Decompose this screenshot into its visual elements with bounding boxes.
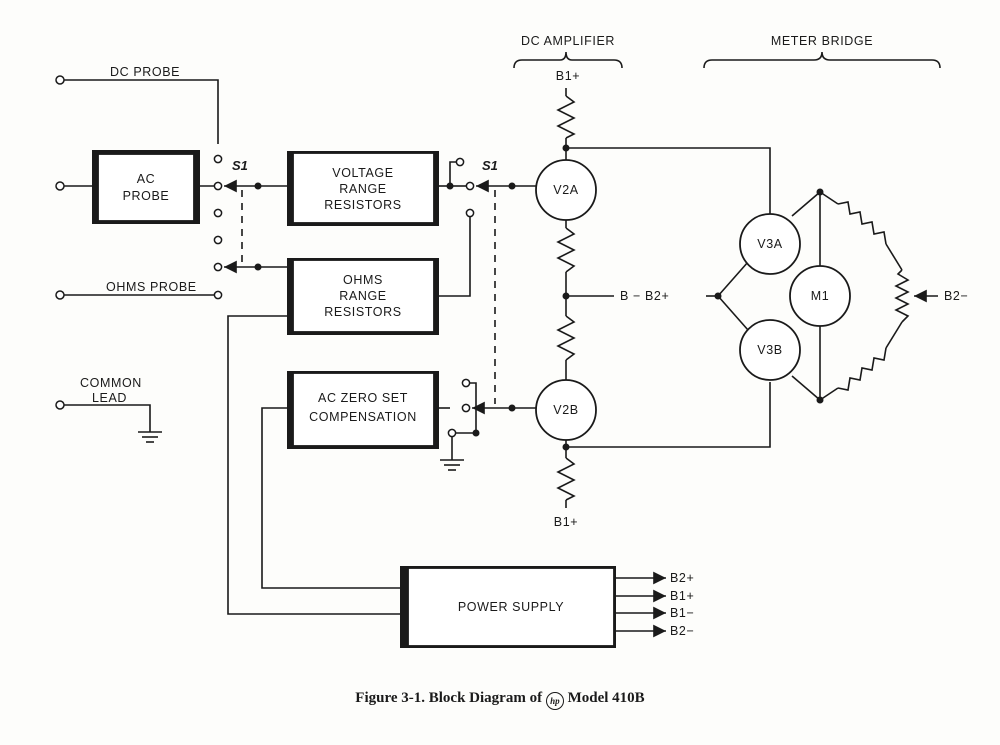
hp-logo-text: hp xyxy=(550,696,560,706)
common-lead-input xyxy=(55,400,162,443)
label-dc-amplifier: DC AMPLIFIER xyxy=(521,34,615,48)
meter-m1 xyxy=(789,265,851,327)
ac-probe-box xyxy=(92,150,200,224)
label-s1-left: S1 xyxy=(232,158,248,173)
dc-probe-input xyxy=(55,75,219,144)
label-b2-minus-right: B2− xyxy=(944,289,968,303)
caption-prefix: Figure 3-1. Block Diagram of xyxy=(355,690,543,706)
power-supply-box xyxy=(400,566,616,648)
label-ps-out-b1-minus: B1− xyxy=(670,606,694,620)
ac-zero-set-box xyxy=(287,371,439,449)
meter-bridge xyxy=(703,51,941,404)
switch-s1-left xyxy=(213,154,288,300)
label-v2a: V2A xyxy=(553,183,578,197)
label-power-supply: POWER SUPPLY xyxy=(458,600,564,614)
label-common-2: LEAD xyxy=(92,391,127,405)
label-meter-bridge: METER BRIDGE xyxy=(771,34,873,48)
figure-caption: Figure 3-1. Block Diagram of hp Model 41… xyxy=(0,690,1000,710)
label-s1-right: S1 xyxy=(482,158,498,173)
ohms-probe-input xyxy=(55,290,214,300)
ohms-range-resistors-box xyxy=(287,258,439,335)
label-ps-out-b2-minus: B2− xyxy=(670,624,694,638)
label-ac-probe-1: AC xyxy=(137,172,156,186)
label-v3b: V3B xyxy=(757,343,782,357)
switch-s1-right xyxy=(434,157,516,471)
label-ohms-probe: OHMS PROBE xyxy=(106,280,197,294)
label-orr-3: RESISTORS xyxy=(324,305,401,319)
label-ps-out-b2-plus: B2+ xyxy=(670,571,694,585)
label-vrr-1: VOLTAGE xyxy=(332,166,393,180)
label-b1-plus-bottom: B1+ xyxy=(554,515,578,529)
label-vrr-3: RESISTORS xyxy=(324,198,401,212)
voltage-range-resistors-box xyxy=(287,151,439,226)
label-ac-probe-2: PROBE xyxy=(123,189,170,203)
label-m1: M1 xyxy=(811,289,830,303)
label-common-1: COMMON xyxy=(80,376,142,390)
power-supply-wiring xyxy=(227,315,666,638)
label-acz-1: AC ZERO SET xyxy=(318,391,408,405)
caption-suffix: Model 410B xyxy=(567,690,645,706)
hp-logo-icon: hp xyxy=(545,692,564,710)
label-vrr-2: RANGE xyxy=(339,182,386,196)
label-v2b: V2B xyxy=(553,403,578,417)
dc-amplifier xyxy=(512,51,771,508)
label-orr-2: RANGE xyxy=(339,289,386,303)
label-b1-plus-top: B1+ xyxy=(556,69,580,83)
label-orr-1: OHMS xyxy=(343,273,383,287)
label-b-minus-b2-plus: B − B2+ xyxy=(620,289,669,303)
label-v3a: V3A xyxy=(757,237,782,251)
label-ps-out-b1-plus: B1+ xyxy=(670,589,694,603)
tube-v3a xyxy=(739,213,801,275)
label-dc-probe: DC PROBE xyxy=(110,65,180,79)
label-acz-2: COMPENSATION xyxy=(309,410,417,424)
tube-v3b xyxy=(739,319,801,381)
